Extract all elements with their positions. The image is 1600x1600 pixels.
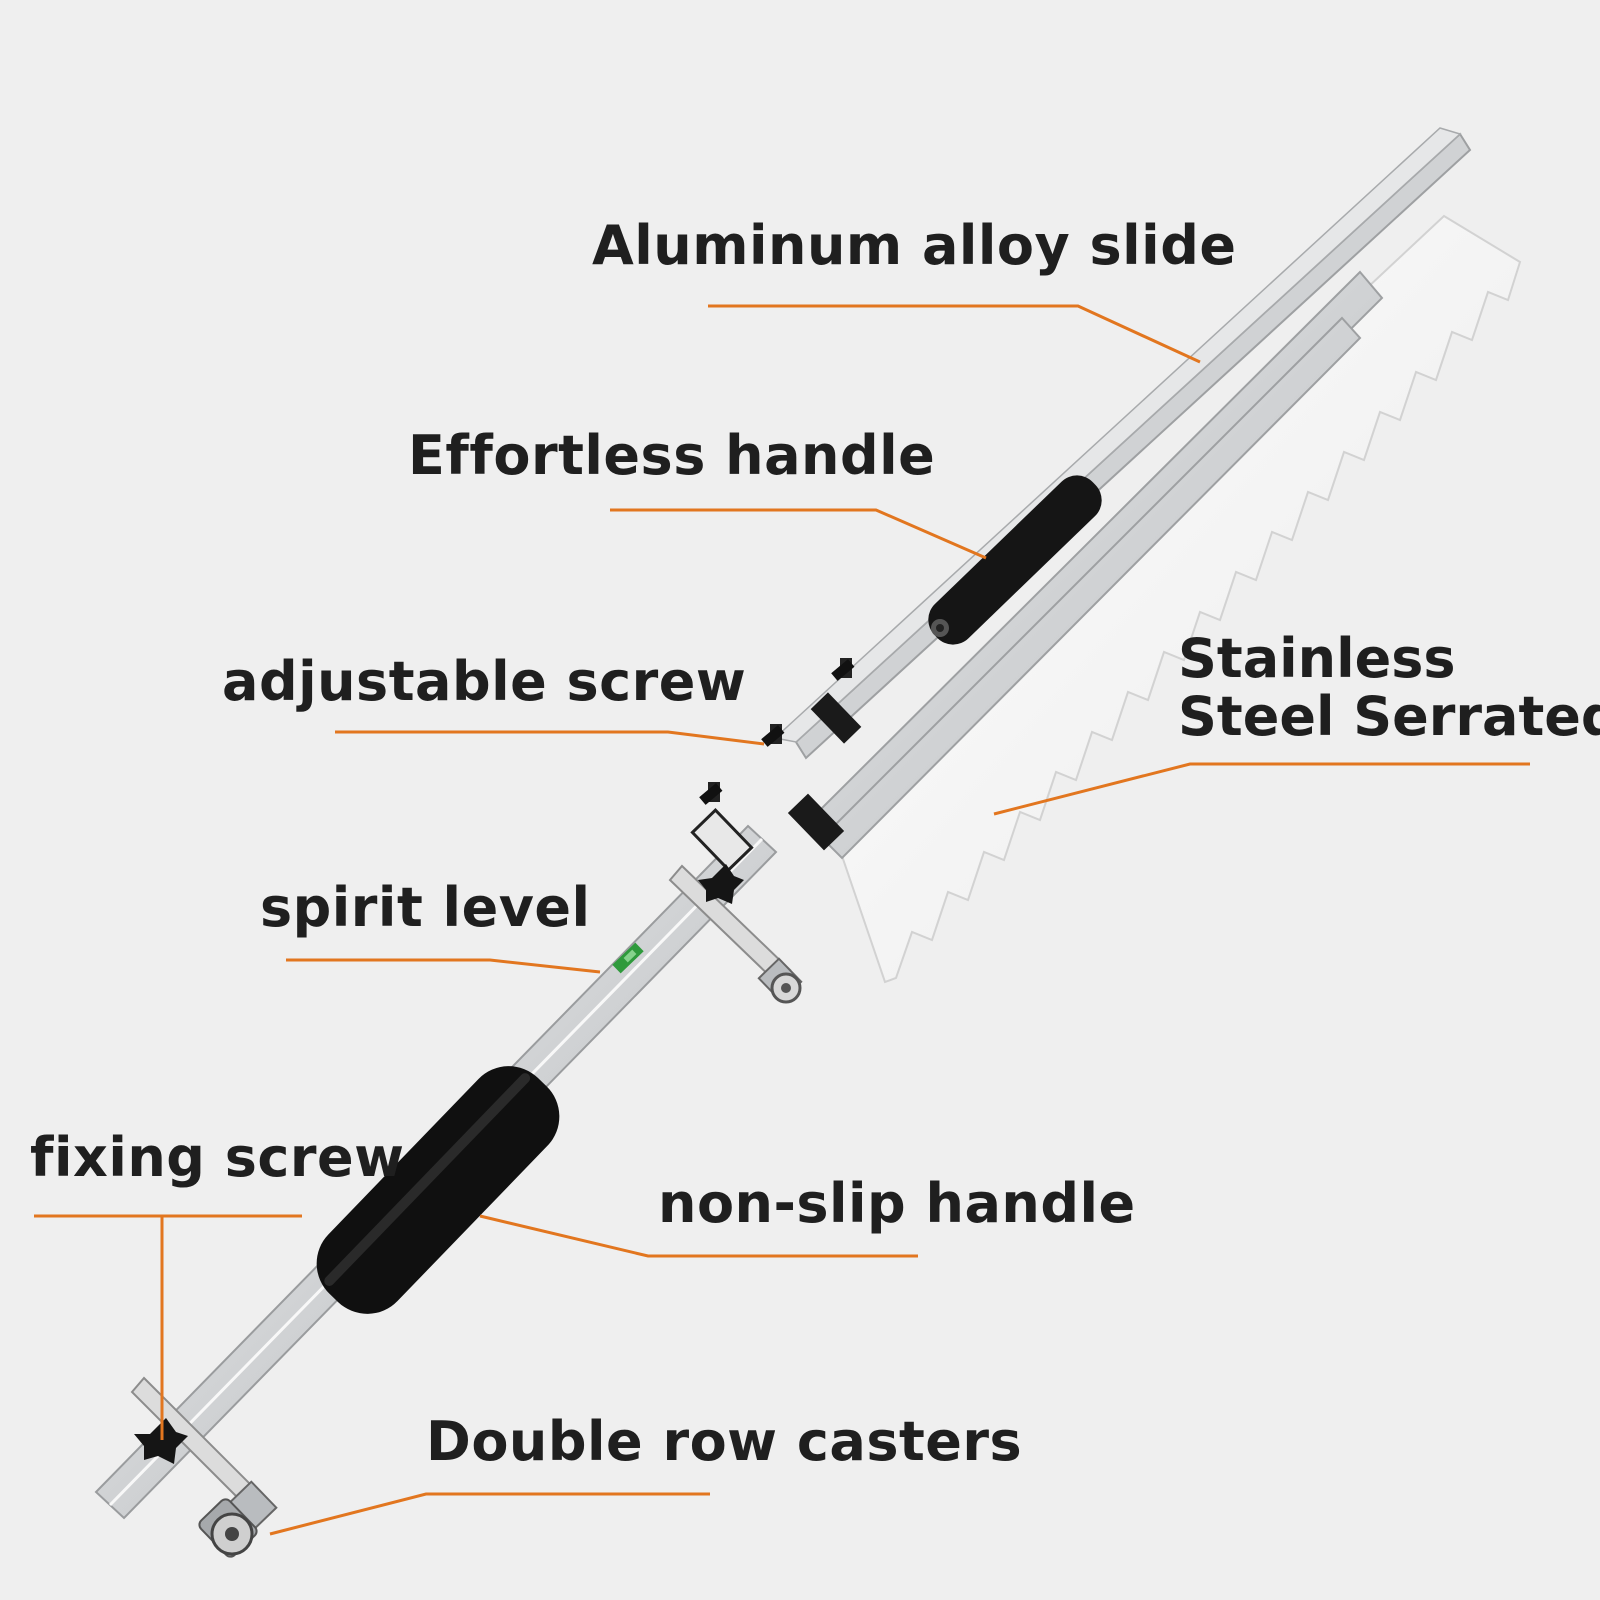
- label-effortless-handle: Effortless handle: [408, 424, 936, 487]
- label-aluminum-alloy-slide: Aluminum alloy slide: [592, 214, 1237, 277]
- leader-non-slip-handle: [479, 1214, 918, 1258]
- label-non-slip-handle: non-slip handle: [658, 1172, 1136, 1235]
- leader-aluminum-slide: [708, 304, 1201, 364]
- rail-clamp-1: [690, 692, 862, 872]
- leader-adjustable-screw: [335, 730, 765, 746]
- leader-stainless-serrated: [993, 762, 1530, 816]
- leader-lines: [34, 304, 1530, 1536]
- label-double-row-casters: Double row casters: [426, 1410, 1023, 1473]
- upper-caster-bracket: [668, 864, 803, 1004]
- label-fixing-screw: fixing screw: [30, 1126, 405, 1189]
- leader-spirit-level: [286, 958, 601, 974]
- label-spirit-level: spirit level: [260, 876, 591, 939]
- leader-double-row-casters: [269, 1492, 710, 1536]
- label-stainless-line2: Steel Serrated: [1178, 685, 1600, 748]
- lower-caster-assembly: [130, 1376, 278, 1558]
- serrated-blade: [840, 214, 1522, 984]
- leader-effortless-handle: [610, 508, 987, 560]
- non-slip-foam-grip: [316, 1066, 560, 1314]
- effortless-handle-grip: [928, 475, 1102, 645]
- adjustable-screw-knobs: [699, 658, 855, 805]
- spirit-level-vial: [612, 942, 644, 974]
- aluminum-rail-middle: [810, 270, 1384, 860]
- label-stainless-line1: Stainless: [1178, 627, 1456, 690]
- label-adjustable-screw: adjustable screw: [222, 650, 747, 713]
